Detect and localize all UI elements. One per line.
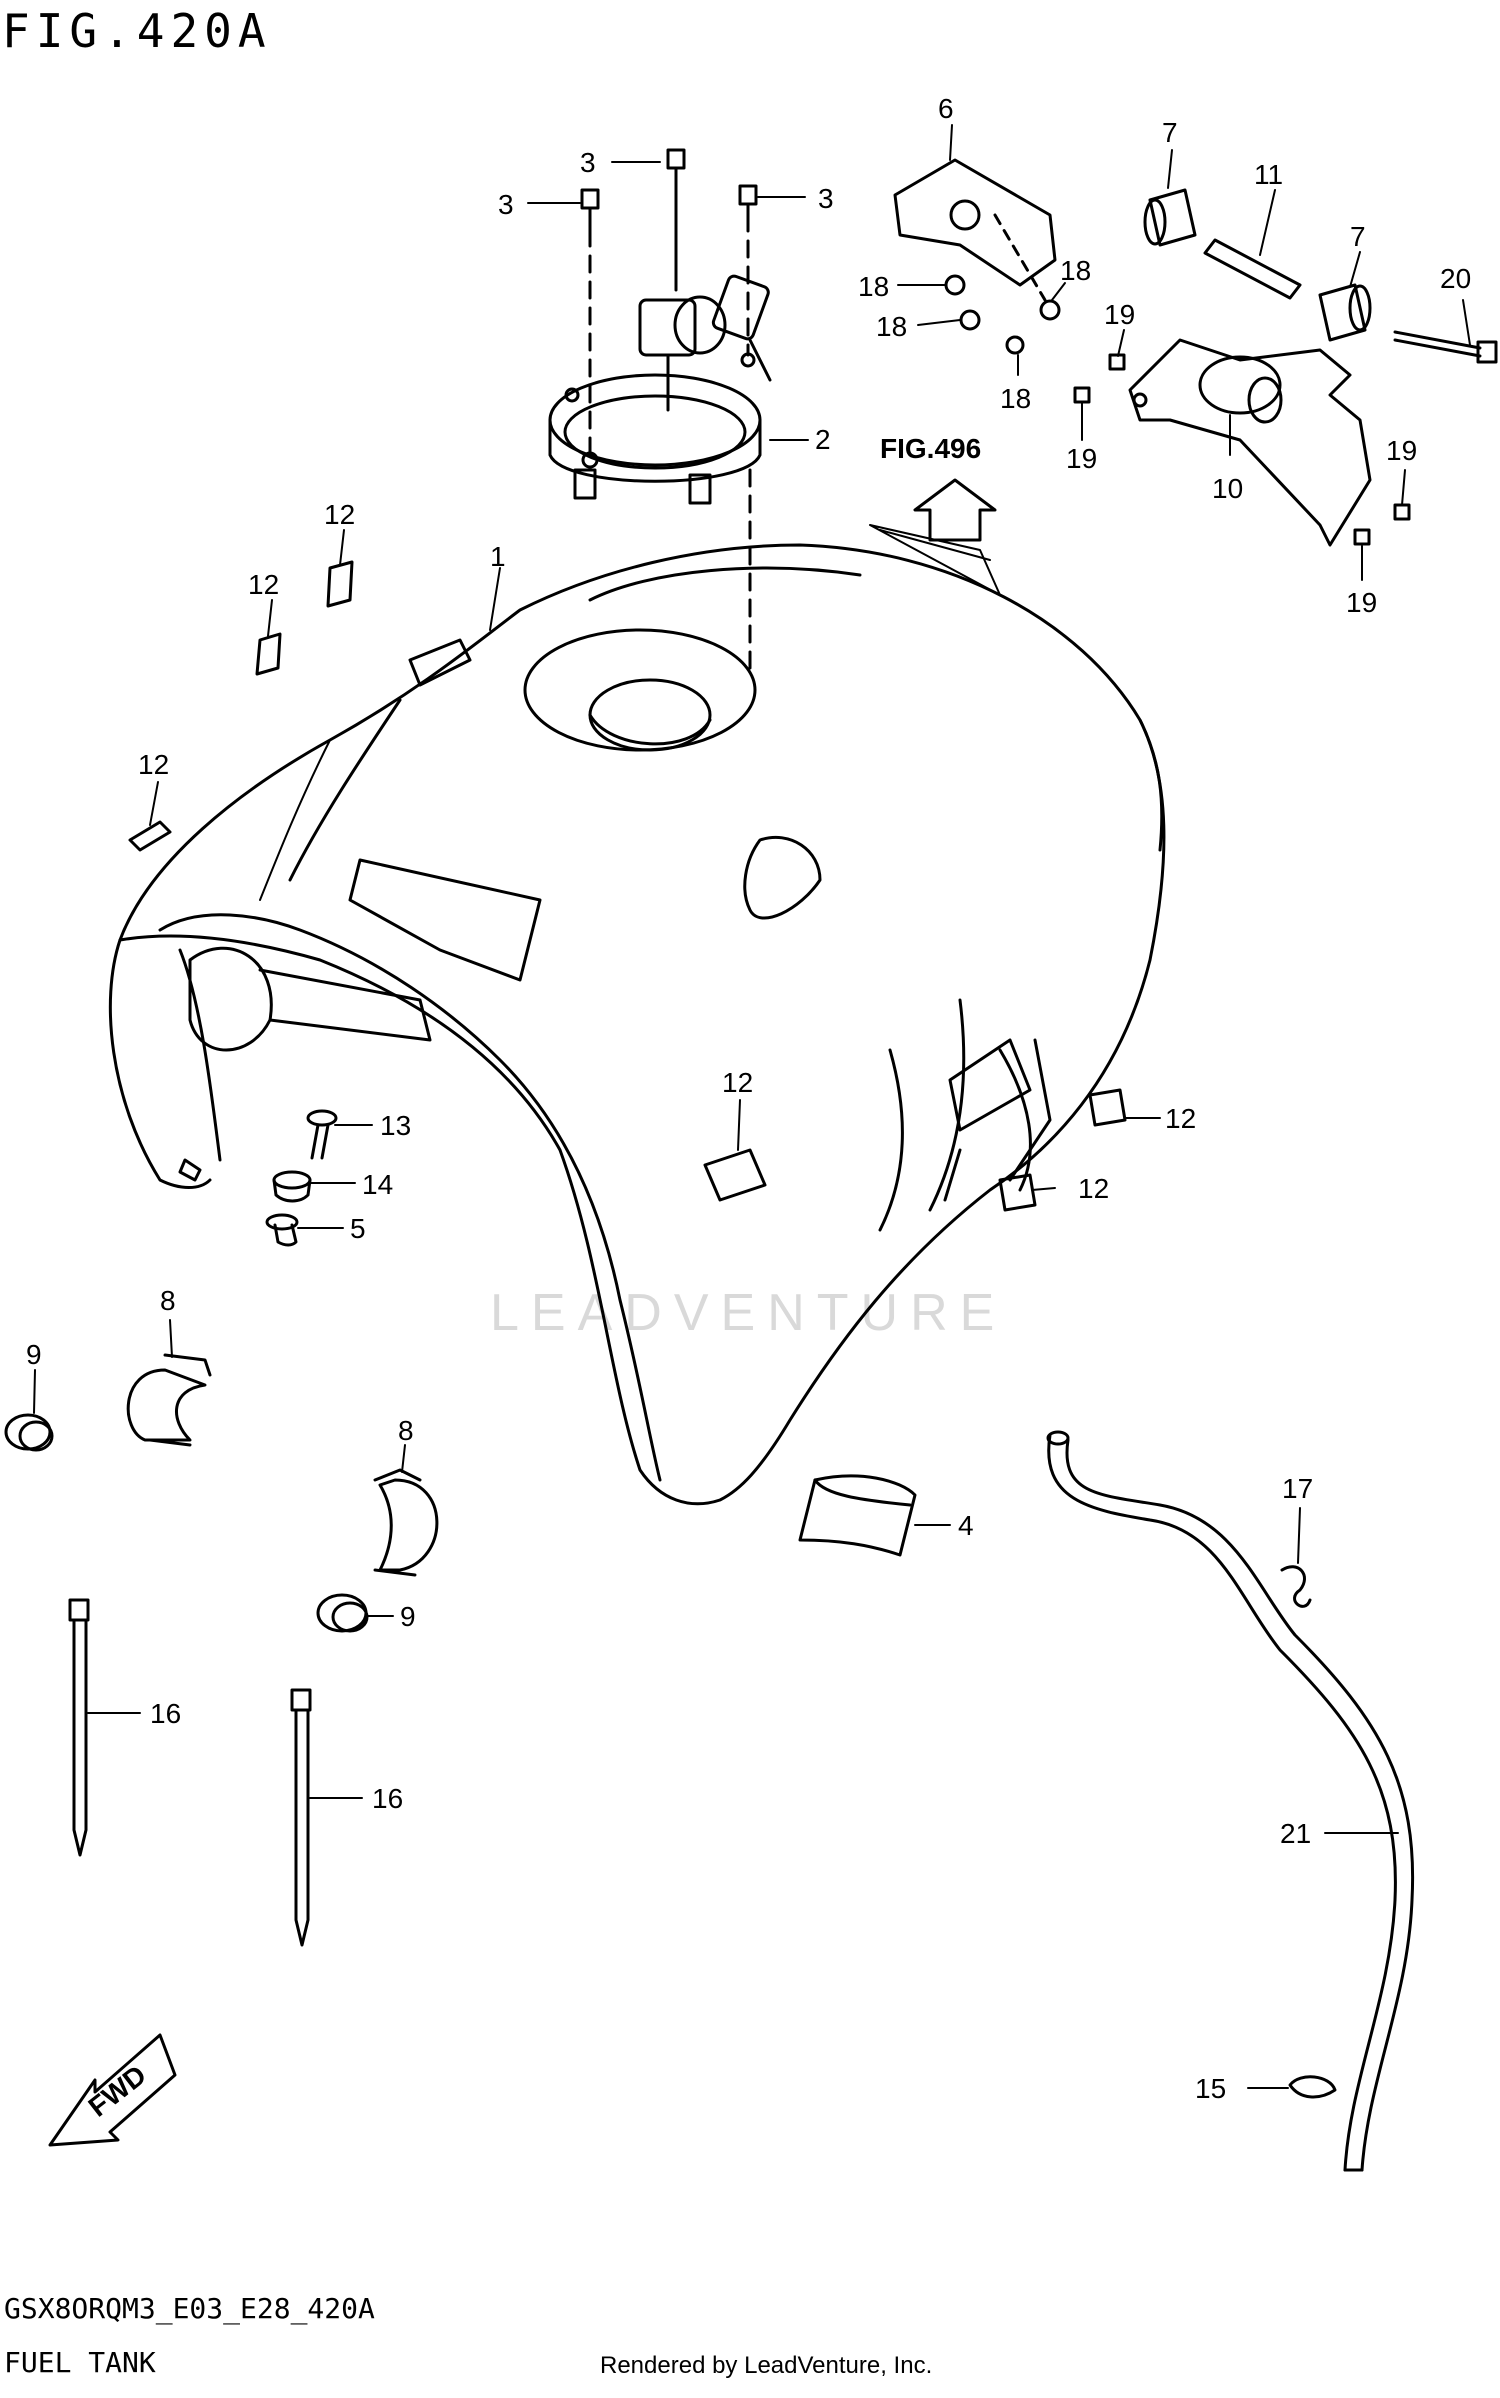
callout-12a: 12 [324,499,355,530]
callout-19b: 19 [1066,443,1097,474]
nut-18-b [959,309,981,331]
callout-18b: 18 [876,311,907,342]
pad-12-a [326,560,354,608]
cable-tie-16-b [290,1688,312,1947]
figure-name: FUEL TANK [4,2346,156,2379]
cushion-8-a [126,1353,212,1447]
callout-18a: 18 [858,271,889,302]
callout-3a: 3 [580,147,596,178]
pad-12-c [128,820,172,852]
pad-12-f [998,1173,1037,1212]
callout-18c: 18 [1060,255,1091,286]
pad-12-b [255,632,282,676]
callout-3b: 3 [498,189,514,220]
callout-17: 17 [1282,1473,1313,1504]
clip-17 [1280,1565,1312,1608]
callout-19c: 19 [1386,435,1417,466]
callout-2: 2 [815,424,831,455]
callout-14: 14 [362,1169,393,1200]
callout-labels: 3 3 3 2 1 6 18 18 18 18 7 11 7 20 19 19 … [26,93,1471,2104]
bolt-19-c [1393,503,1411,521]
callout-12b: 12 [248,569,279,600]
grommet-9-a [4,1413,54,1452]
callout-11: 11 [1254,159,1283,190]
callout-21: 21 [1280,1818,1311,1849]
callout-12c: 12 [138,749,169,780]
cable-tie-16-a [68,1598,90,1857]
fig-ref-arrow [913,478,997,542]
callout-9a: 9 [26,1339,42,1370]
fuel-tank [108,543,1166,1506]
pad-12-d [703,1148,767,1202]
band-4 [798,1474,917,1557]
callout-1: 1 [490,541,506,572]
leader-lines [33,124,1471,2089]
callout-7a: 7 [1162,117,1178,148]
figure-title: FIG.420A [2,4,272,58]
callout-15: 15 [1195,2073,1226,2104]
bolt-3-left [580,188,600,234]
callout-18d: 18 [1000,383,1031,414]
screw-13 [306,1109,338,1160]
callout-16b: 16 [372,1783,403,1814]
fuel-cap [548,274,772,505]
callout-12f: 12 [1078,1173,1109,1204]
callout-9b: 9 [400,1601,416,1632]
callout-16a: 16 [150,1698,181,1729]
forward-label: FWD [83,2059,152,2123]
credit-line: Rendered by LeadVenture, Inc. [600,2352,933,2379]
callout-5: 5 [350,1213,366,1244]
cross-reference-label: FIG.496 [880,433,981,464]
callout-8b: 8 [398,1415,414,1446]
nut-18-a [944,274,966,296]
grommet-14 [272,1170,312,1203]
callout-3c: 3 [818,183,834,214]
callout-8a: 8 [160,1285,176,1316]
cushion-7-a [1143,188,1197,247]
bolt-3-center [666,148,686,292]
bolt-19-d [1353,528,1371,546]
bolt-20 [1393,330,1498,364]
cushion-7-b [1318,283,1372,342]
collar-5 [265,1213,299,1247]
clamp-15 [1288,2075,1337,2099]
nut-18-d [1005,335,1025,355]
callout-10: 10 [1212,473,1243,504]
callout-19d: 19 [1346,587,1377,618]
model-code: GSX8ORQM3_E03_E28_420A [4,2292,375,2325]
grommet-9-b [316,1593,369,1633]
bolt-19-b [1073,386,1091,404]
bolt-19-a [1108,353,1126,371]
callout-20: 20 [1440,263,1471,294]
bolt-3-right [738,184,758,228]
spacer-11 [1203,238,1302,300]
pad-12-e [1088,1088,1127,1127]
watermark-text: LEADVENTURE [490,1284,1006,1342]
callout-13: 13 [380,1110,411,1141]
callout-4: 4 [958,1510,974,1541]
nut-18-c [1039,299,1061,321]
callout-19a: 19 [1104,299,1135,330]
callout-6: 6 [938,93,954,124]
forward-arrow [48,2033,177,2147]
callout-12d: 12 [722,1067,753,1098]
cushion-8-b [373,1468,439,1577]
bracket-6 [893,158,1057,302]
bracket-10 [1128,338,1372,547]
hose-21 [1046,1430,1415,2172]
callout-12e: 12 [1165,1103,1196,1134]
callout-7b: 7 [1350,221,1366,252]
